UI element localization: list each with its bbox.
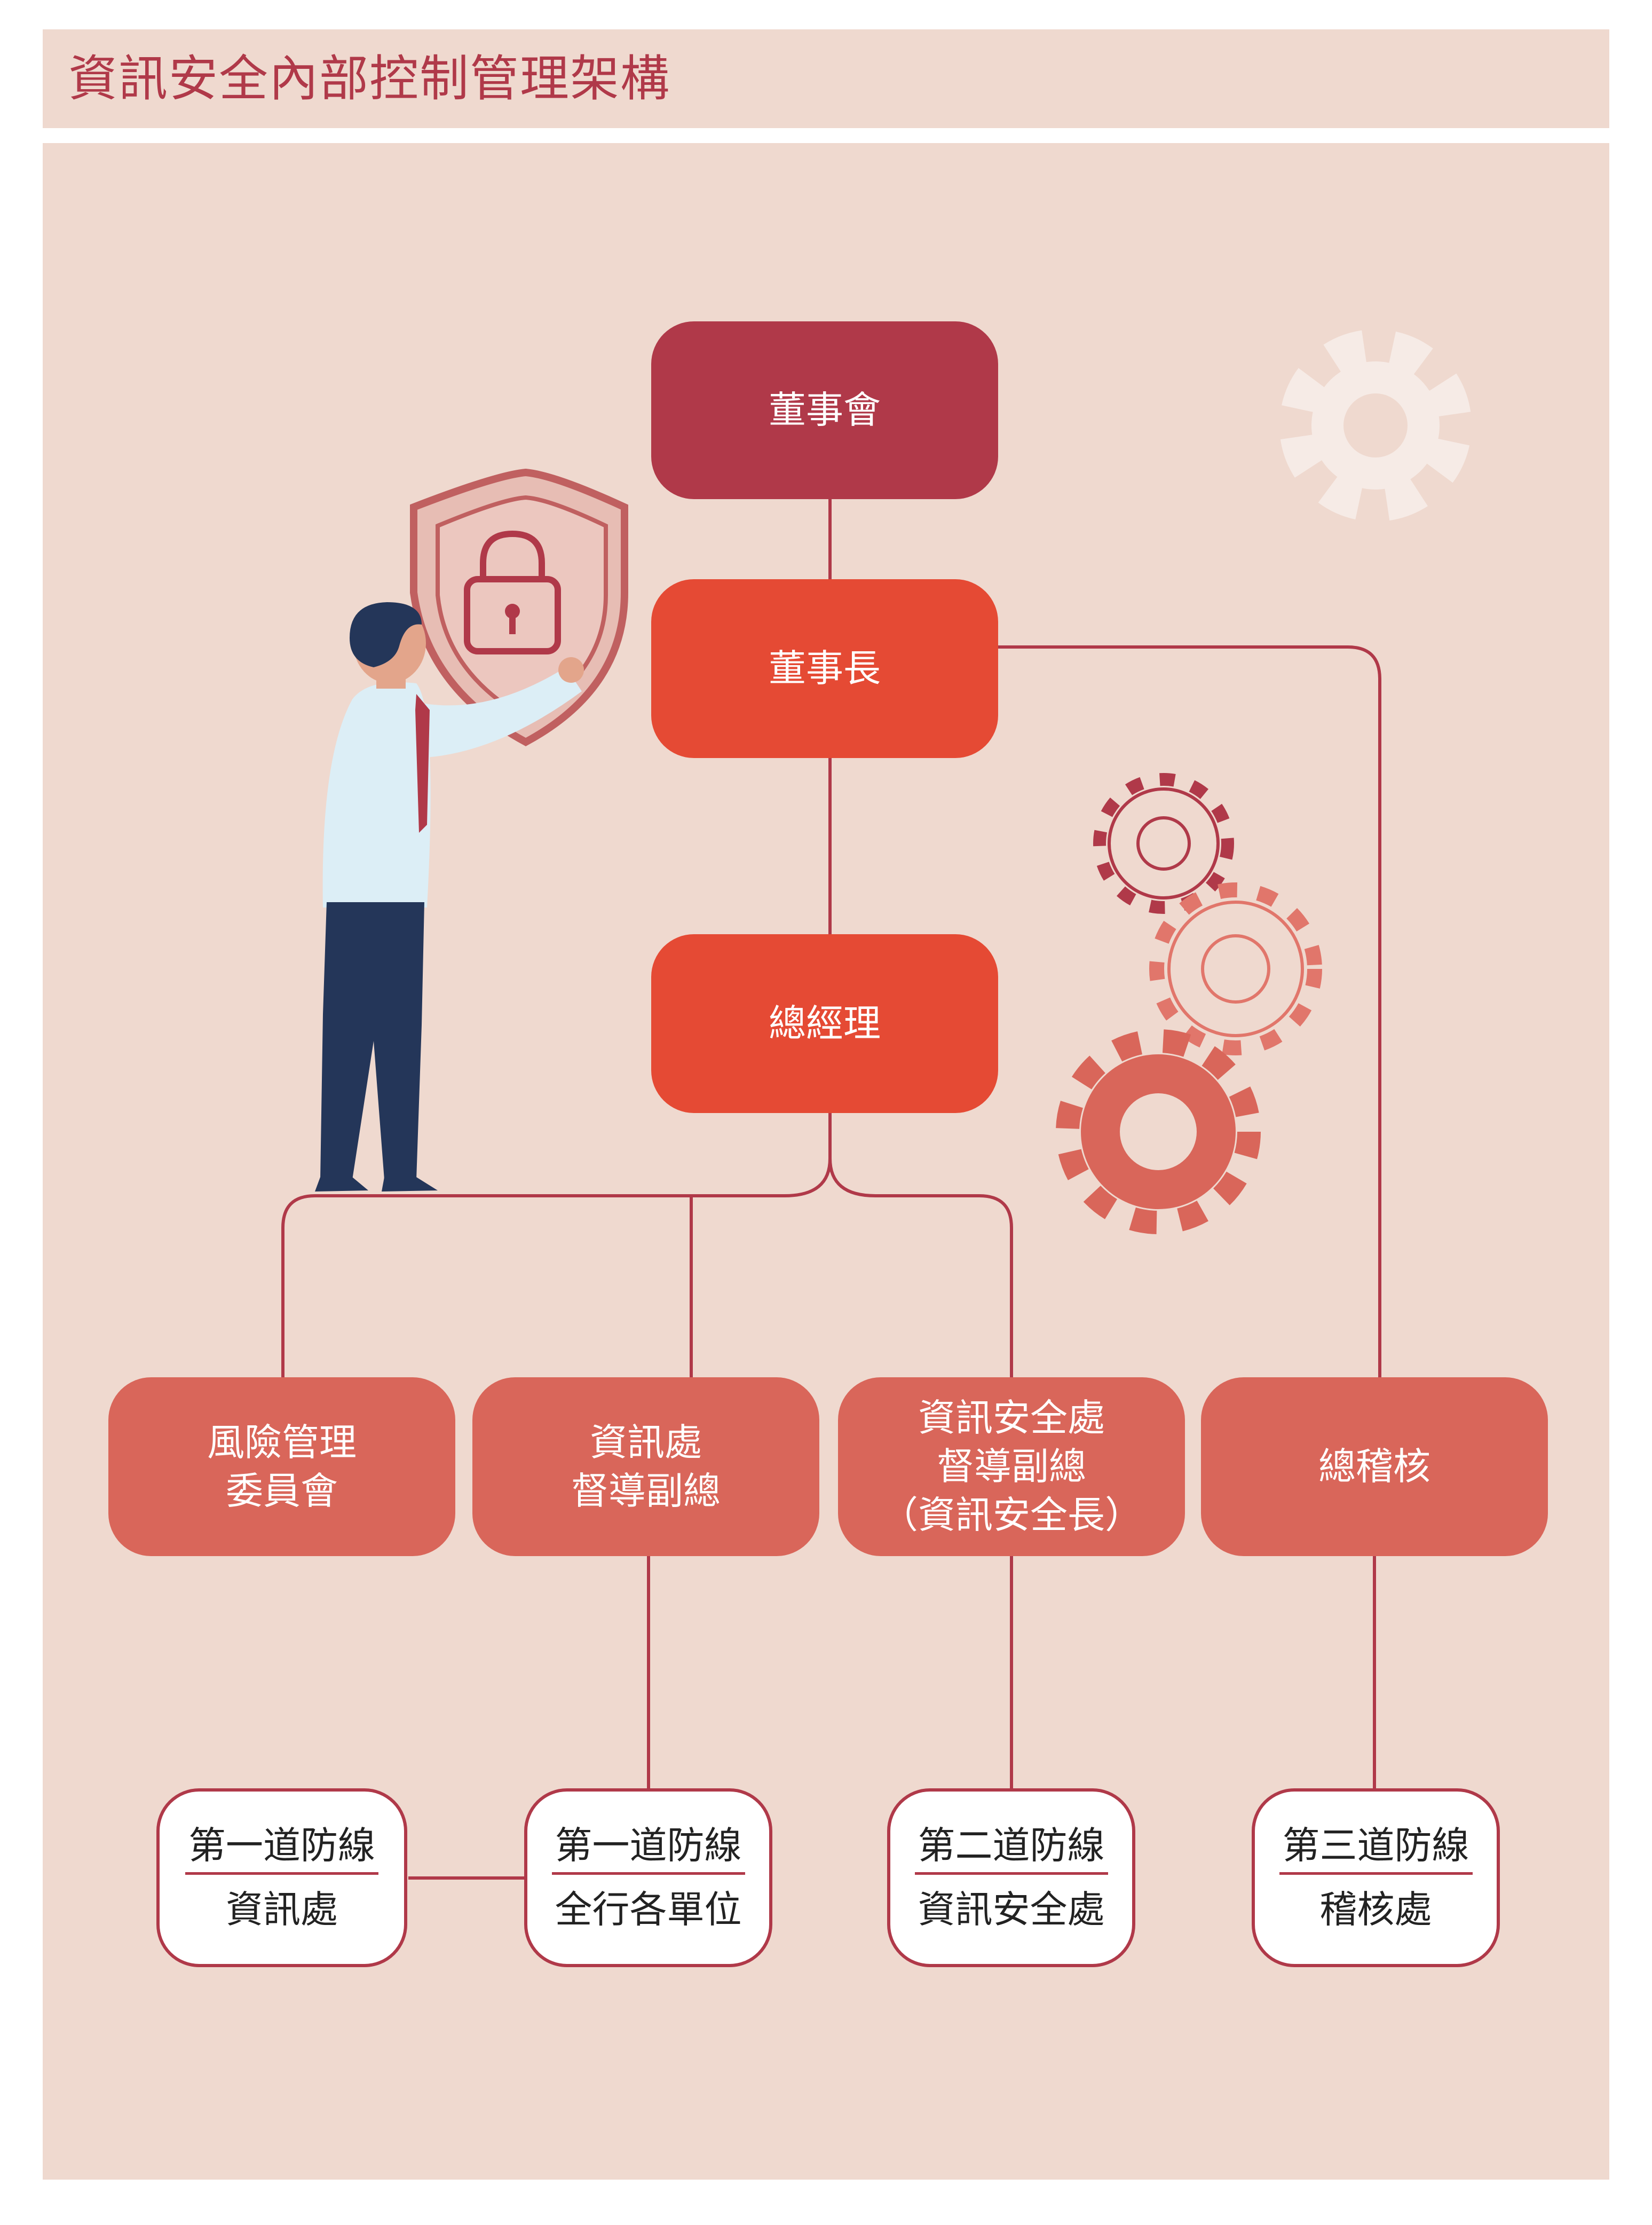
security-vp-box: 資訊安全處 督導副總 （資訊安全長） (838, 1377, 1185, 1556)
defense-box-2: 第一道防線 全行各單位 (524, 1788, 772, 1967)
defense-unit-label: 全行各單位 (555, 1888, 742, 1931)
gear-icon (1279, 329, 1472, 522)
it-vp-box: 資訊處 督導副總 (472, 1377, 819, 1556)
defense-line-label: 第二道防線 (914, 1822, 1108, 1875)
board-box: 董事會 (651, 321, 998, 499)
page-title: 資訊安全內部控制管理架構 (68, 50, 671, 107)
defense-unit-label: 稽核處 (1319, 1888, 1432, 1931)
risk-committee-line2: 委員會 (226, 1469, 338, 1513)
gear-icon (1056, 1029, 1261, 1234)
it-vp-line2: 督導副總 (571, 1469, 721, 1513)
defense-box-4: 第三道防線 稽核處 (1252, 1788, 1500, 1967)
risk-committee-line1: 風險管理 (207, 1420, 357, 1464)
defense-unit-label: 資訊處 (226, 1888, 338, 1931)
chairman-label: 董事長 (769, 646, 881, 690)
defense-unit-label: 資訊安全處 (918, 1888, 1105, 1931)
defense-line-label: 第三道防線 (1279, 1822, 1473, 1875)
chairman-box: 董事長 (651, 579, 998, 758)
businessman-illustration (315, 602, 584, 1192)
security-vp-line3: （資訊安全長） (881, 1493, 1142, 1537)
president-label: 總經理 (769, 1001, 881, 1045)
risk-committee-box: 風險管理 委員會 (108, 1377, 455, 1556)
gear-icon (1093, 773, 1234, 914)
defense-box-1: 第一道防線 資訊處 (156, 1788, 407, 1967)
it-vp-line1: 資訊處 (590, 1420, 702, 1464)
audit-label: 總稽核 (1318, 1445, 1430, 1488)
title-bar: 資訊安全內部控制管理架構 (43, 29, 1609, 128)
defense-box-3: 第二道防線 資訊安全處 (887, 1788, 1135, 1967)
audit-box: 總稽核 (1201, 1377, 1548, 1556)
gear-icon (1149, 882, 1322, 1055)
defense-line-label: 第一道防線 (551, 1822, 745, 1875)
board-label: 董事會 (769, 388, 881, 432)
president-box: 總經理 (651, 934, 998, 1113)
defense-line-label: 第一道防線 (185, 1822, 378, 1875)
connector-lines (281, 499, 1381, 1880)
security-vp-line2: 督導副總 (937, 1445, 1086, 1488)
security-vp-line1: 資訊安全處 (918, 1396, 1105, 1440)
